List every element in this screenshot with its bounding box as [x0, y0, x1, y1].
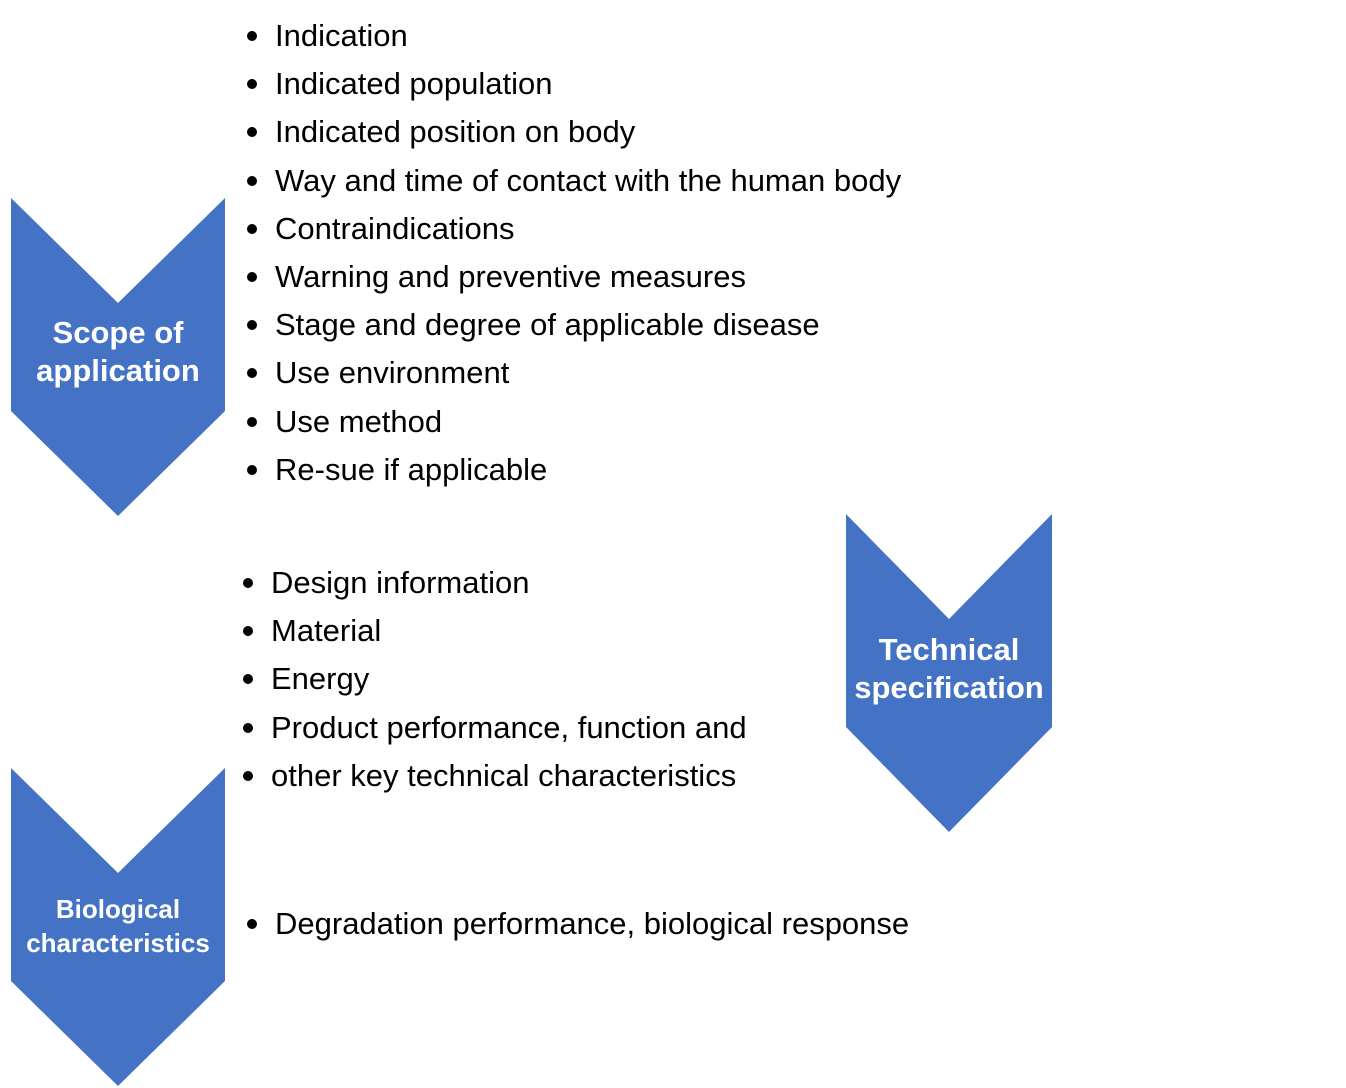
biological-bullet-list: Degradation performance, biological resp…	[247, 900, 909, 948]
technical-item: Design information	[243, 559, 747, 607]
biological-label-line1: Biological	[55, 894, 181, 924]
scope-item: Contraindications	[247, 205, 901, 253]
scope-item: Indicated position on body	[247, 108, 901, 156]
scope-item: Indication	[247, 12, 901, 60]
scope-item: Way and time of contact with the human b…	[247, 157, 901, 205]
technical-item: Material	[243, 607, 747, 655]
scope-item: Use method	[247, 398, 901, 446]
scope-item: Stage and degree of applicable disease	[247, 301, 901, 349]
scope-item: Use environment	[247, 349, 901, 397]
scope-item: Warning and preventive measures	[247, 253, 901, 301]
technical-label-line2: specification	[854, 669, 1044, 705]
scope-item: Indicated population	[247, 60, 901, 108]
scope-item: Re-sue if applicable	[247, 446, 901, 494]
technical-chevron-label: Technical specification	[846, 631, 1052, 707]
technical-label-line1: Technical	[878, 632, 1020, 667]
technical-item: other key technical characteristics	[243, 752, 747, 800]
biological-item: Degradation performance, biological resp…	[247, 900, 909, 948]
technical-item: Product performance, function and	[243, 704, 747, 752]
technical-item: Energy	[243, 655, 747, 703]
scope-label-line2: application	[36, 352, 200, 388]
biological-label-line2: characteristics	[26, 928, 210, 959]
technical-bullet-list: Design information Material Energy Produ…	[243, 559, 747, 800]
scope-bullet-list: Indication Indicated population Indicate…	[247, 12, 901, 494]
scope-chevron-label: Scope of application	[11, 314, 225, 390]
biological-chevron-label: Biological characteristics	[11, 892, 225, 961]
scope-label-line1: Scope of	[52, 315, 184, 350]
